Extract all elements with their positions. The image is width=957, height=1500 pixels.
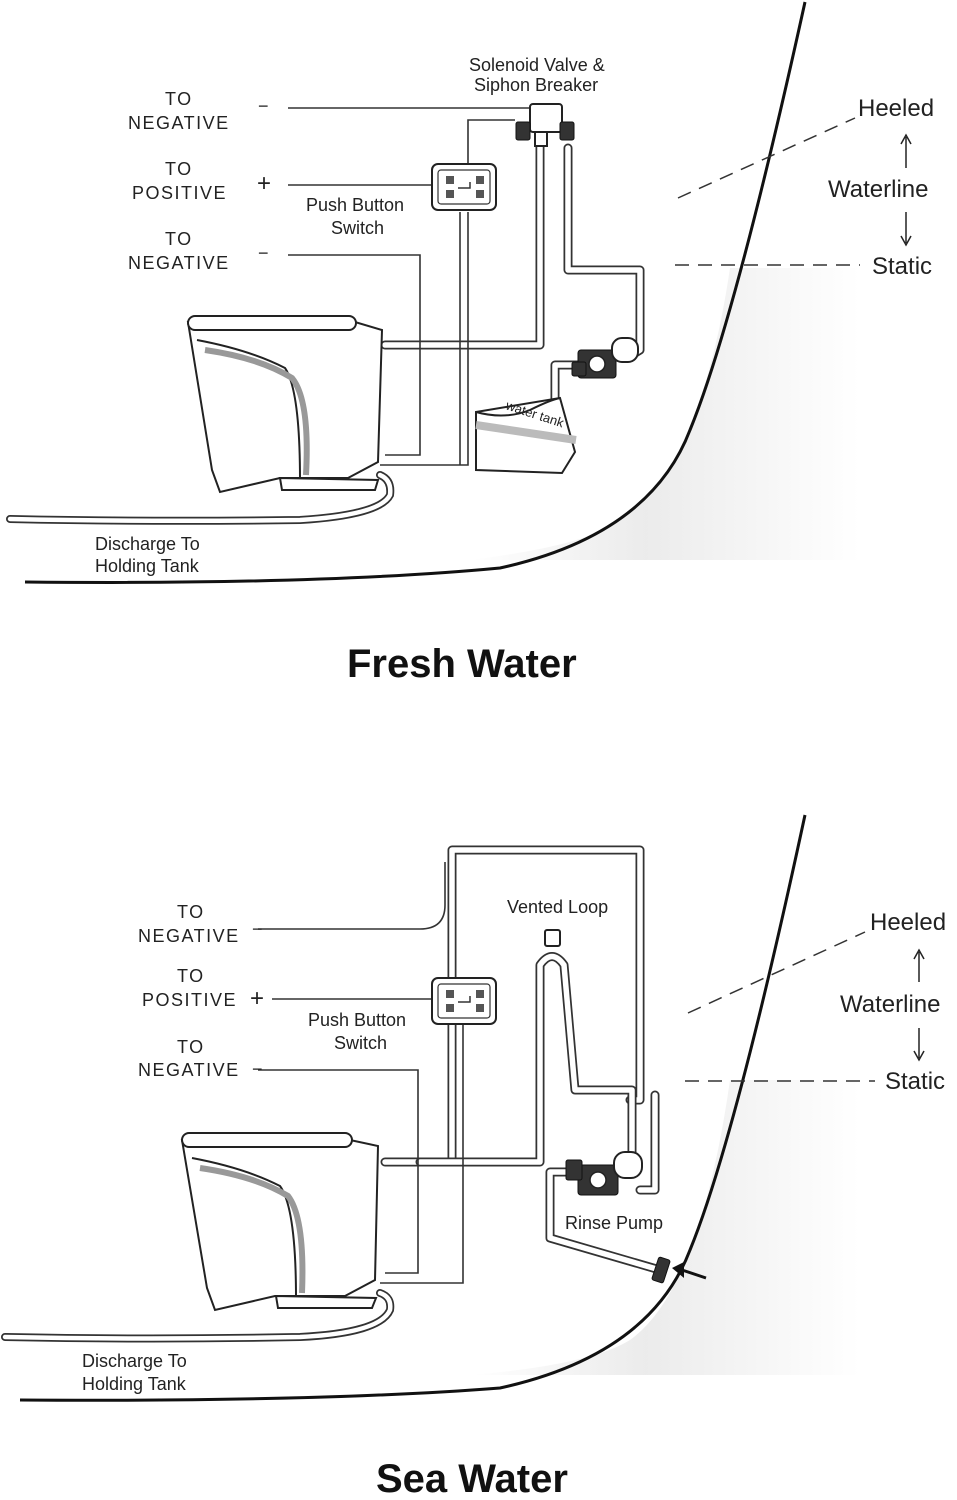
waterline-label-top: Waterline — [828, 176, 928, 203]
toilet-top — [186, 315, 384, 494]
minus-1-top: − — [258, 96, 269, 116]
waterline-label-bottom: Waterline — [840, 991, 940, 1018]
pump-top[interactable] — [571, 337, 639, 379]
push-button-switch-bottom[interactable] — [431, 977, 497, 1025]
to-negative-1-top-a: TO — [165, 89, 193, 109]
wire-negative-toilet-top — [288, 254, 421, 456]
push-button-switch-top[interactable] — [431, 163, 497, 211]
to-negative-2-bottom-b: NEGATIVE — [138, 1060, 240, 1080]
fresh-water-title: Fresh Water — [347, 642, 577, 686]
heeled-label-bottom: Heeled — [870, 909, 946, 936]
arrow-down-head-bottom — [913, 1050, 925, 1062]
minus-1-bottom: − — [252, 919, 263, 939]
vented-loop-label: Vented Loop — [507, 897, 608, 917]
push-button-label-bottom-a: Push Button — [308, 1010, 406, 1030]
to-positive-bottom-a: TO — [177, 966, 205, 986]
heeled-line-bottom — [687, 931, 866, 1014]
wire-negative-1-bottom — [258, 862, 446, 930]
wire-negative-valve-top — [288, 107, 531, 118]
solenoid-valve-top[interactable] — [515, 103, 575, 147]
to-positive-top-b: POSITIVE — [132, 183, 227, 203]
wire-switch-down-bottom — [380, 1020, 464, 1284]
discharge-label-bottom-a: Discharge To — [82, 1351, 187, 1371]
intake-arrow — [681, 1268, 707, 1280]
vented-loop-valve[interactable] — [544, 929, 561, 947]
fresh-water-diagram: water tank TO NEGATIVE − TO POSITIVE + T… — [6, 1, 934, 686]
rinse-pump-bottom[interactable] — [565, 1151, 643, 1196]
valve-to-pump-pipe-top — [563, 143, 645, 360]
water-tank-top[interactable]: water tank — [475, 396, 577, 475]
to-negative-2-bottom-a: TO — [177, 1037, 205, 1057]
push-button-label-top-a: Push Button — [306, 195, 404, 215]
to-positive-bottom-b: POSITIVE — [142, 990, 237, 1010]
to-negative-1-bottom-a: TO — [177, 902, 205, 922]
hull-outline-bottom — [19, 814, 807, 1402]
heeled-label-top: Heeled — [858, 95, 934, 122]
push-button-label-bottom-b: Switch — [334, 1033, 387, 1053]
through-hull-fitting[interactable] — [651, 1256, 671, 1284]
push-button-label-top-b: Switch — [331, 218, 384, 238]
to-negative-1-bottom-b: NEGATIVE — [138, 926, 240, 946]
sea-water-title: Sea Water — [376, 1457, 568, 1500]
to-negative-1-top-b: NEGATIVE — [128, 113, 230, 133]
plus-top: + — [257, 170, 271, 197]
to-negative-2-top-b: NEGATIVE — [128, 253, 230, 273]
discharge-label-top-b: Holding Tank — [95, 556, 200, 576]
static-label-bottom: Static — [885, 1068, 945, 1095]
wire-switch-down-top — [380, 212, 469, 466]
discharge-label-bottom-b: Holding Tank — [82, 1374, 187, 1394]
sea-water-diagram: TO NEGATIVE − TO POSITIVE + TO NEGATIVE … — [1, 814, 946, 1500]
hull-outline-top — [24, 1, 807, 584]
arrow-down-head-top — [900, 235, 912, 247]
wire-negative-2-bottom — [258, 1069, 419, 1274]
arrow-up-head-bottom — [913, 948, 925, 960]
rinse-pump-label: Rinse Pump — [565, 1213, 663, 1233]
solenoid-label-top-a: Solenoid Valve & — [469, 55, 605, 75]
minus-2-top: − — [258, 243, 269, 263]
hull-shading-bottom — [470, 1080, 860, 1375]
to-negative-2-top-a: TO — [165, 229, 193, 249]
discharge-label-top-a: Discharge To — [95, 534, 200, 554]
wire-switch-valve-top — [467, 119, 515, 170]
static-label-top: Static — [872, 253, 932, 280]
arrow-up-head-top — [900, 133, 912, 145]
to-positive-top-a: TO — [165, 159, 193, 179]
solenoid-label-top-b: Siphon Breaker — [474, 75, 598, 95]
plus-bottom: + — [250, 985, 264, 1012]
hull-shading-top — [470, 268, 860, 560]
minus-2-bottom: − — [252, 1059, 263, 1079]
heeled-line-top — [677, 117, 856, 199]
toilet-bottom — [180, 1132, 380, 1312]
